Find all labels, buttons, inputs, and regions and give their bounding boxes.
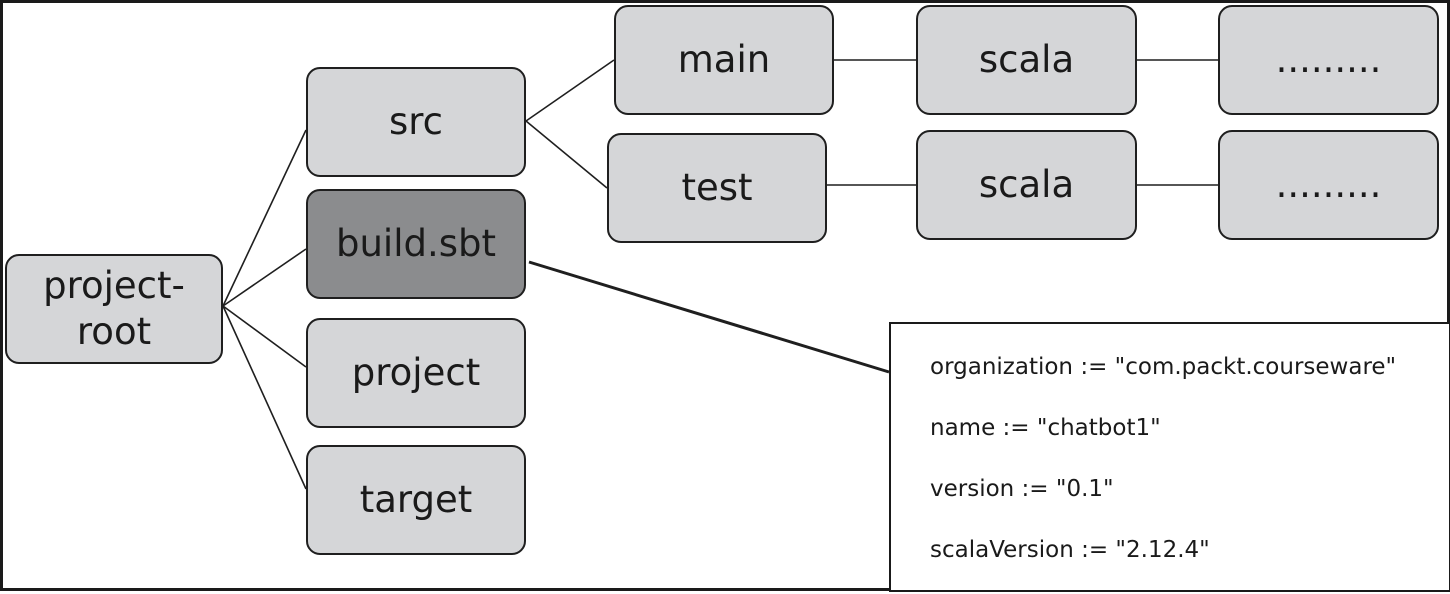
node-src: src <box>306 67 526 177</box>
setting-scala-version: scalaVersion := "2.12.4" <box>930 537 1210 563</box>
node-project-root-line2: root <box>76 310 152 353</box>
build-sbt-contents: organization := "com.packt.courseware" n… <box>889 322 1450 592</box>
node-build-sbt: build.sbt <box>306 189 526 299</box>
edge-build-settings <box>528 260 890 374</box>
edge-root-project <box>222 305 307 368</box>
setting-name: name := "chatbot1" <box>930 415 1161 441</box>
node-test-scala: scala <box>916 130 1137 240</box>
edge-src-main <box>525 59 615 122</box>
edge-root-build <box>222 248 307 307</box>
node-project-root: project- root <box>5 254 223 364</box>
node-test: test <box>607 133 827 243</box>
edge-root-src <box>222 129 307 307</box>
node-project-root-line1: project- <box>43 264 185 307</box>
setting-organization: organization := "com.packt.courseware" <box>930 354 1397 380</box>
node-main: main <box>614 5 834 115</box>
connector-lines <box>222 59 1218 490</box>
node-main-scala: scala <box>916 5 1137 115</box>
edge-src-test <box>525 120 608 189</box>
node-test-scala-more: ......... <box>1218 130 1439 240</box>
edge-root-target <box>222 305 307 490</box>
node-main-scala-more: ......... <box>1218 5 1439 115</box>
setting-version: version := "0.1" <box>930 476 1114 502</box>
node-project: project <box>306 318 526 428</box>
node-target: target <box>306 445 526 555</box>
